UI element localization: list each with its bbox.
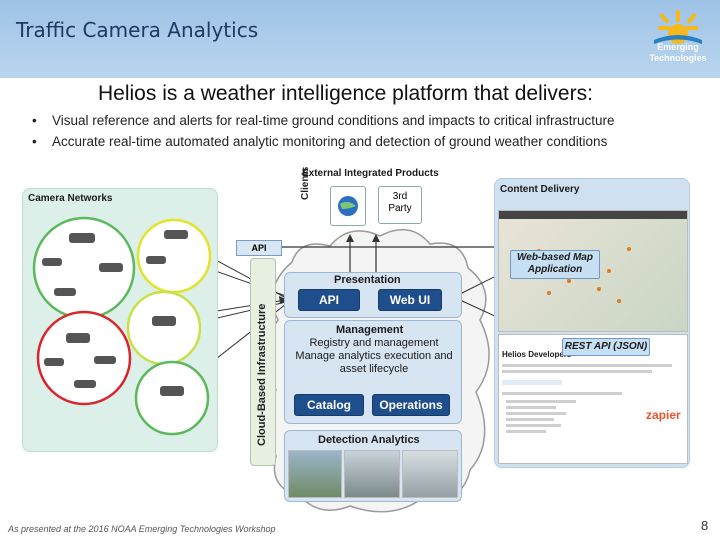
camera-icon (164, 230, 188, 239)
presentation-api-button[interactable]: API (298, 289, 360, 311)
management-line: Registry and management (309, 337, 439, 349)
third-party-sup: 3rd (392, 191, 408, 202)
camera-icon (42, 258, 62, 266)
arrow-head (279, 296, 288, 304)
detection-thumbnail (288, 450, 342, 498)
third-party-box: 3rd Party (378, 186, 422, 224)
camera-cluster-green-2 (134, 360, 210, 436)
detection-title: Detection Analytics (318, 434, 420, 446)
logo-text: Emerging Technologies (640, 42, 716, 64)
third-party-label: Party (388, 203, 412, 214)
bullet-item: Accurate real-time automated analytic mo… (28, 131, 615, 152)
detection-thumbnail (402, 450, 458, 498)
cloud-infra-label: Cloud-Based Infrastructure (256, 303, 268, 446)
presentation-title: Presentation (334, 274, 401, 286)
catalog-button[interactable]: Catalog (294, 394, 364, 416)
api-tag: API (236, 240, 282, 256)
camera-clusters (32, 216, 212, 436)
sun-logo-icon (654, 10, 702, 44)
management-description: Registry and management Manage analytics… (294, 337, 454, 376)
logo-line2: Technologies (649, 53, 707, 63)
camera-icon (152, 316, 176, 326)
management-title: Management (336, 324, 404, 336)
camera-icon (94, 356, 116, 364)
camera-icon (66, 333, 90, 343)
camera-icon (74, 380, 96, 388)
camera-icon (54, 288, 76, 296)
header-banner: Traffic Camera Analytics Emerging Techno… (0, 0, 720, 78)
management-line: Manage analytics execution and (295, 350, 453, 362)
camera-icon (146, 256, 166, 264)
camera-cluster-lime (126, 290, 202, 366)
camera-icon (99, 263, 123, 272)
arrow-head (346, 234, 354, 242)
content-delivery-title: Content Delivery (500, 184, 580, 195)
web-map-callout: Web-based Map Application (510, 250, 600, 279)
footer-note: As presented at the 2016 NOAA Emerging T… (8, 524, 276, 534)
docs-text-lines (502, 364, 672, 433)
logo-line1: Emerging (657, 42, 699, 52)
external-products-title: External Integrated Products (302, 168, 439, 179)
clients-label: Clients (300, 167, 311, 200)
developers-title: Helios Developers (502, 350, 572, 359)
detection-thumbnail (344, 450, 400, 498)
camera-icon (69, 233, 95, 243)
camera-networks-label: Camera Networks (28, 193, 113, 204)
camera-cluster-red (36, 310, 132, 406)
camera-icon (44, 358, 64, 366)
web-ui-button[interactable]: Web UI (378, 289, 442, 311)
globe-client-icon (330, 186, 366, 226)
slide-title: Traffic Camera Analytics (16, 18, 259, 42)
bullet-list: Visual reference and alerts for real-tim… (28, 110, 615, 152)
camera-cluster-yellow (136, 218, 212, 294)
web-map-line: Application (527, 264, 583, 275)
management-line: asset lifecycle (339, 363, 409, 375)
arrow-head (372, 234, 380, 242)
operations-button[interactable]: Operations (372, 394, 450, 416)
zapier-logo: zapier (646, 408, 681, 422)
headline: Helios is a weather intelligence platfor… (98, 82, 593, 105)
bullet-item: Visual reference and alerts for real-tim… (28, 110, 615, 131)
clients-text: Clients (300, 166, 311, 200)
camera-icon (160, 386, 184, 396)
web-map-line: Web-based Map (517, 252, 593, 263)
rest-api-callout: REST API (JSON) (562, 338, 650, 356)
cloud-infra-strip (250, 258, 276, 466)
page-number: 8 (701, 518, 709, 533)
